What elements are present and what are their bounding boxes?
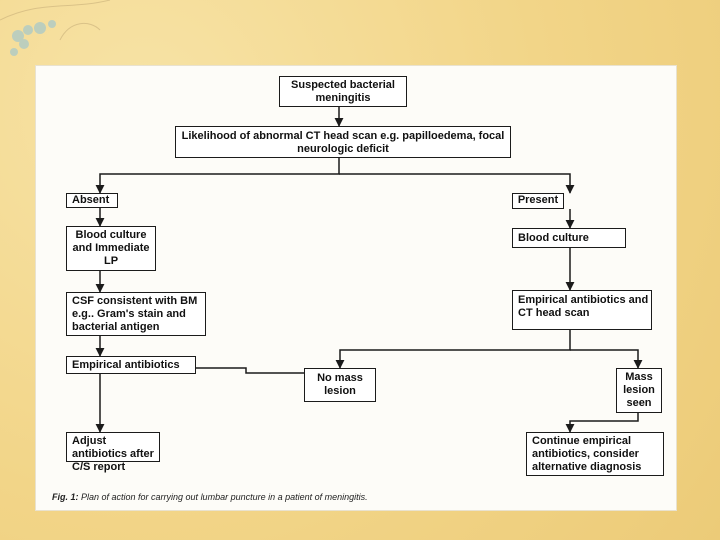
node-continue-empirical: Continue empirical antibiotics, consider… (526, 432, 664, 476)
node-text: Blood culture (518, 232, 589, 244)
vine-stroke (0, 0, 111, 21)
caption-text: Plan of action for carrying out lumbar p… (78, 492, 368, 502)
node-mass-lesion-seen: Mass lesion seen (616, 368, 662, 413)
node-blood-culture: Blood culture (512, 228, 626, 248)
node-text: Continue empirical antibiotics, consider… (532, 435, 642, 473)
arrow-mass-to-continue (565, 413, 639, 433)
flowchart-connectors (95, 107, 643, 433)
vine-stroke (59, 22, 101, 41)
flower-petal (48, 20, 56, 28)
flower-petal (23, 25, 33, 35)
node-empirical-antibiotics: Empirical antibiotics (66, 356, 196, 374)
node-text: Empirical antibiotics and CT head scan (518, 294, 649, 319)
node-text: Likelihood of abnormal CT head scan e.g.… (181, 130, 505, 155)
arrow-likelihood-to-absent (95, 158, 340, 194)
node-text: Blood culture and Immediate LP (72, 229, 150, 267)
arrow-empirical-ct-to-no-mass (335, 330, 571, 369)
node-empirical-antibiotics-ct: Empirical antibiotics and CT head scan (512, 290, 652, 330)
node-text: Suspected bacterial meningitis (291, 79, 395, 104)
node-suspected-bacterial-meningitis: Suspected bacterial meningitis (279, 76, 407, 107)
flowchart-figure: Suspected bacterial meningitis Likelihoo… (36, 66, 676, 510)
figure-caption: Fig. 1: Plan of action for carrying out … (52, 492, 652, 502)
flower-petal (10, 48, 18, 56)
caption-label: Fig. 1: (52, 492, 79, 502)
node-absent: Absent (66, 193, 118, 208)
arrow-empirical-ct-to-mass (570, 349, 643, 369)
node-text: Mass lesion seen (623, 371, 655, 409)
flower-petal (34, 22, 46, 34)
node-text: No mass lesion (317, 372, 363, 397)
node-text: Present (517, 194, 559, 206)
node-blood-culture-immediate-lp: Blood culture and Immediate LP (66, 226, 156, 271)
node-text: Absent (72, 194, 110, 206)
node-likelihood-abnormal-ct: Likelihood of abnormal CT head scan e.g.… (175, 126, 511, 158)
arrow-likelihood-to-present (339, 173, 575, 194)
node-no-mass-lesion: No mass lesion (304, 368, 376, 402)
node-text: CSF consistent with BM e.g.. Gram's stai… (72, 295, 198, 333)
node-present: Present (512, 193, 564, 209)
node-text: Empirical antibiotics (72, 359, 180, 371)
node-csf-consistent-with-bm: CSF consistent with BM e.g.. Gram's stai… (66, 292, 206, 336)
arrow-no-mass-to-empirical (165, 363, 304, 374)
flower-petal (12, 30, 24, 42)
node-adjust-antibiotics: Adjust antibiotics after C/S report (66, 432, 160, 473)
node-text: Adjust antibiotics after C/S report (72, 435, 154, 473)
flower-petal (19, 39, 29, 49)
